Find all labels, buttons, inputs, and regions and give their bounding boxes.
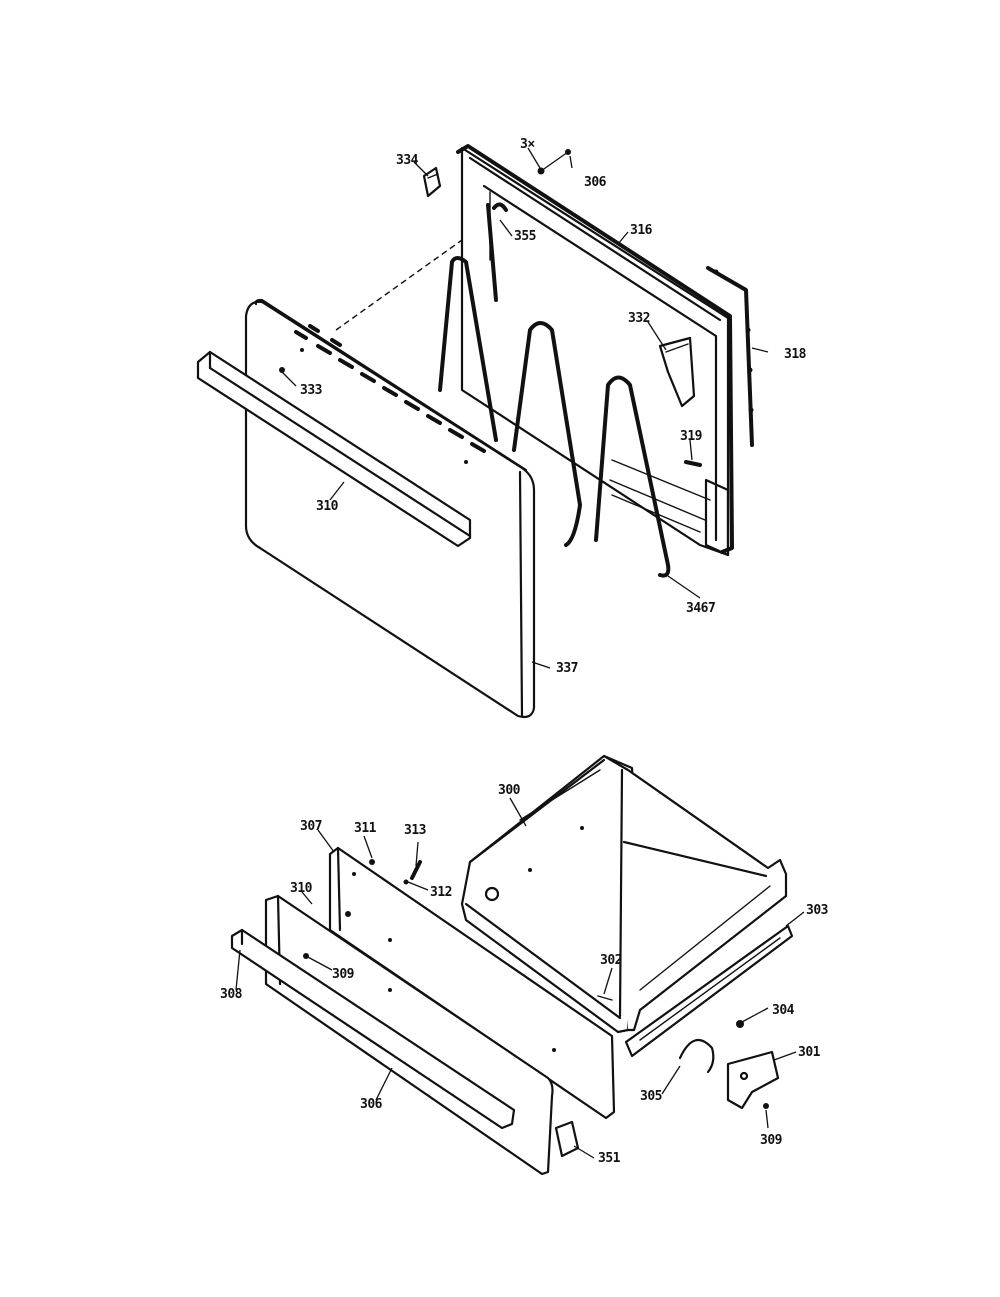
callout-351: 351 xyxy=(598,1151,621,1166)
callout-308-left: 308 xyxy=(220,987,243,1002)
callout-labels: 334 3× 306 355 316 318 332 333 319 310 3… xyxy=(220,137,828,1166)
callout-301: 301 xyxy=(798,1045,821,1060)
screw-top xyxy=(537,149,571,175)
callout-337: 337 xyxy=(556,661,578,676)
screw-311 xyxy=(369,859,375,865)
callout-306-top: 306 xyxy=(584,175,607,190)
callout-302: 302 xyxy=(600,953,622,968)
drawer-handle xyxy=(230,928,516,1130)
callout-310-door: 310 xyxy=(316,499,339,514)
bracket-301 xyxy=(726,1050,780,1110)
callout-3x-top: 3× xyxy=(520,137,535,152)
door-gasket xyxy=(456,144,734,554)
callout-304: 304 xyxy=(772,1003,795,1018)
screw-309-bottom xyxy=(763,1103,769,1109)
callout-310-drawer: 310 xyxy=(290,881,313,896)
callout-332: 332 xyxy=(628,311,650,326)
door-vent-slots xyxy=(294,324,486,453)
callout-312: 312 xyxy=(430,885,452,900)
door-outer-panel xyxy=(244,298,536,719)
callout-316: 316 xyxy=(630,223,653,238)
callout-318: 318 xyxy=(784,347,807,362)
door-side-trim xyxy=(706,266,754,447)
callout-308-handle: 306 xyxy=(360,1097,383,1112)
bracket-351 xyxy=(554,1120,580,1158)
screw-313 xyxy=(410,860,422,880)
drawer-rail xyxy=(624,924,794,1058)
screw-312 xyxy=(403,879,409,885)
drawer-assembly xyxy=(230,754,794,1176)
door-handle xyxy=(196,350,472,548)
door-inner-panel xyxy=(460,146,730,557)
callout-309-bottom: 309 xyxy=(760,1133,782,1148)
clip-334 xyxy=(422,166,442,198)
callout-300: 300 xyxy=(498,783,521,798)
callout-303: 303 xyxy=(806,903,828,918)
callout-305: 305 xyxy=(640,1089,662,1104)
callout-319: 319 xyxy=(680,429,702,444)
screw-319 xyxy=(684,460,702,467)
callout-309: 309 xyxy=(332,967,354,982)
bracket-332 xyxy=(658,336,696,408)
drawer-body xyxy=(460,754,788,1034)
callout-3467: 3467 xyxy=(686,601,715,616)
roller-clip-305 xyxy=(678,1038,715,1074)
callout-355: 355 xyxy=(514,229,536,244)
oven-door-assembly xyxy=(196,144,754,719)
callout-307: 307 xyxy=(300,819,322,834)
callout-313: 313 xyxy=(404,823,426,838)
callout-311: 311 xyxy=(354,821,377,836)
callout-334: 334 xyxy=(396,153,419,168)
callout-333: 333 xyxy=(300,383,322,398)
door-hinge-rods xyxy=(438,202,671,578)
